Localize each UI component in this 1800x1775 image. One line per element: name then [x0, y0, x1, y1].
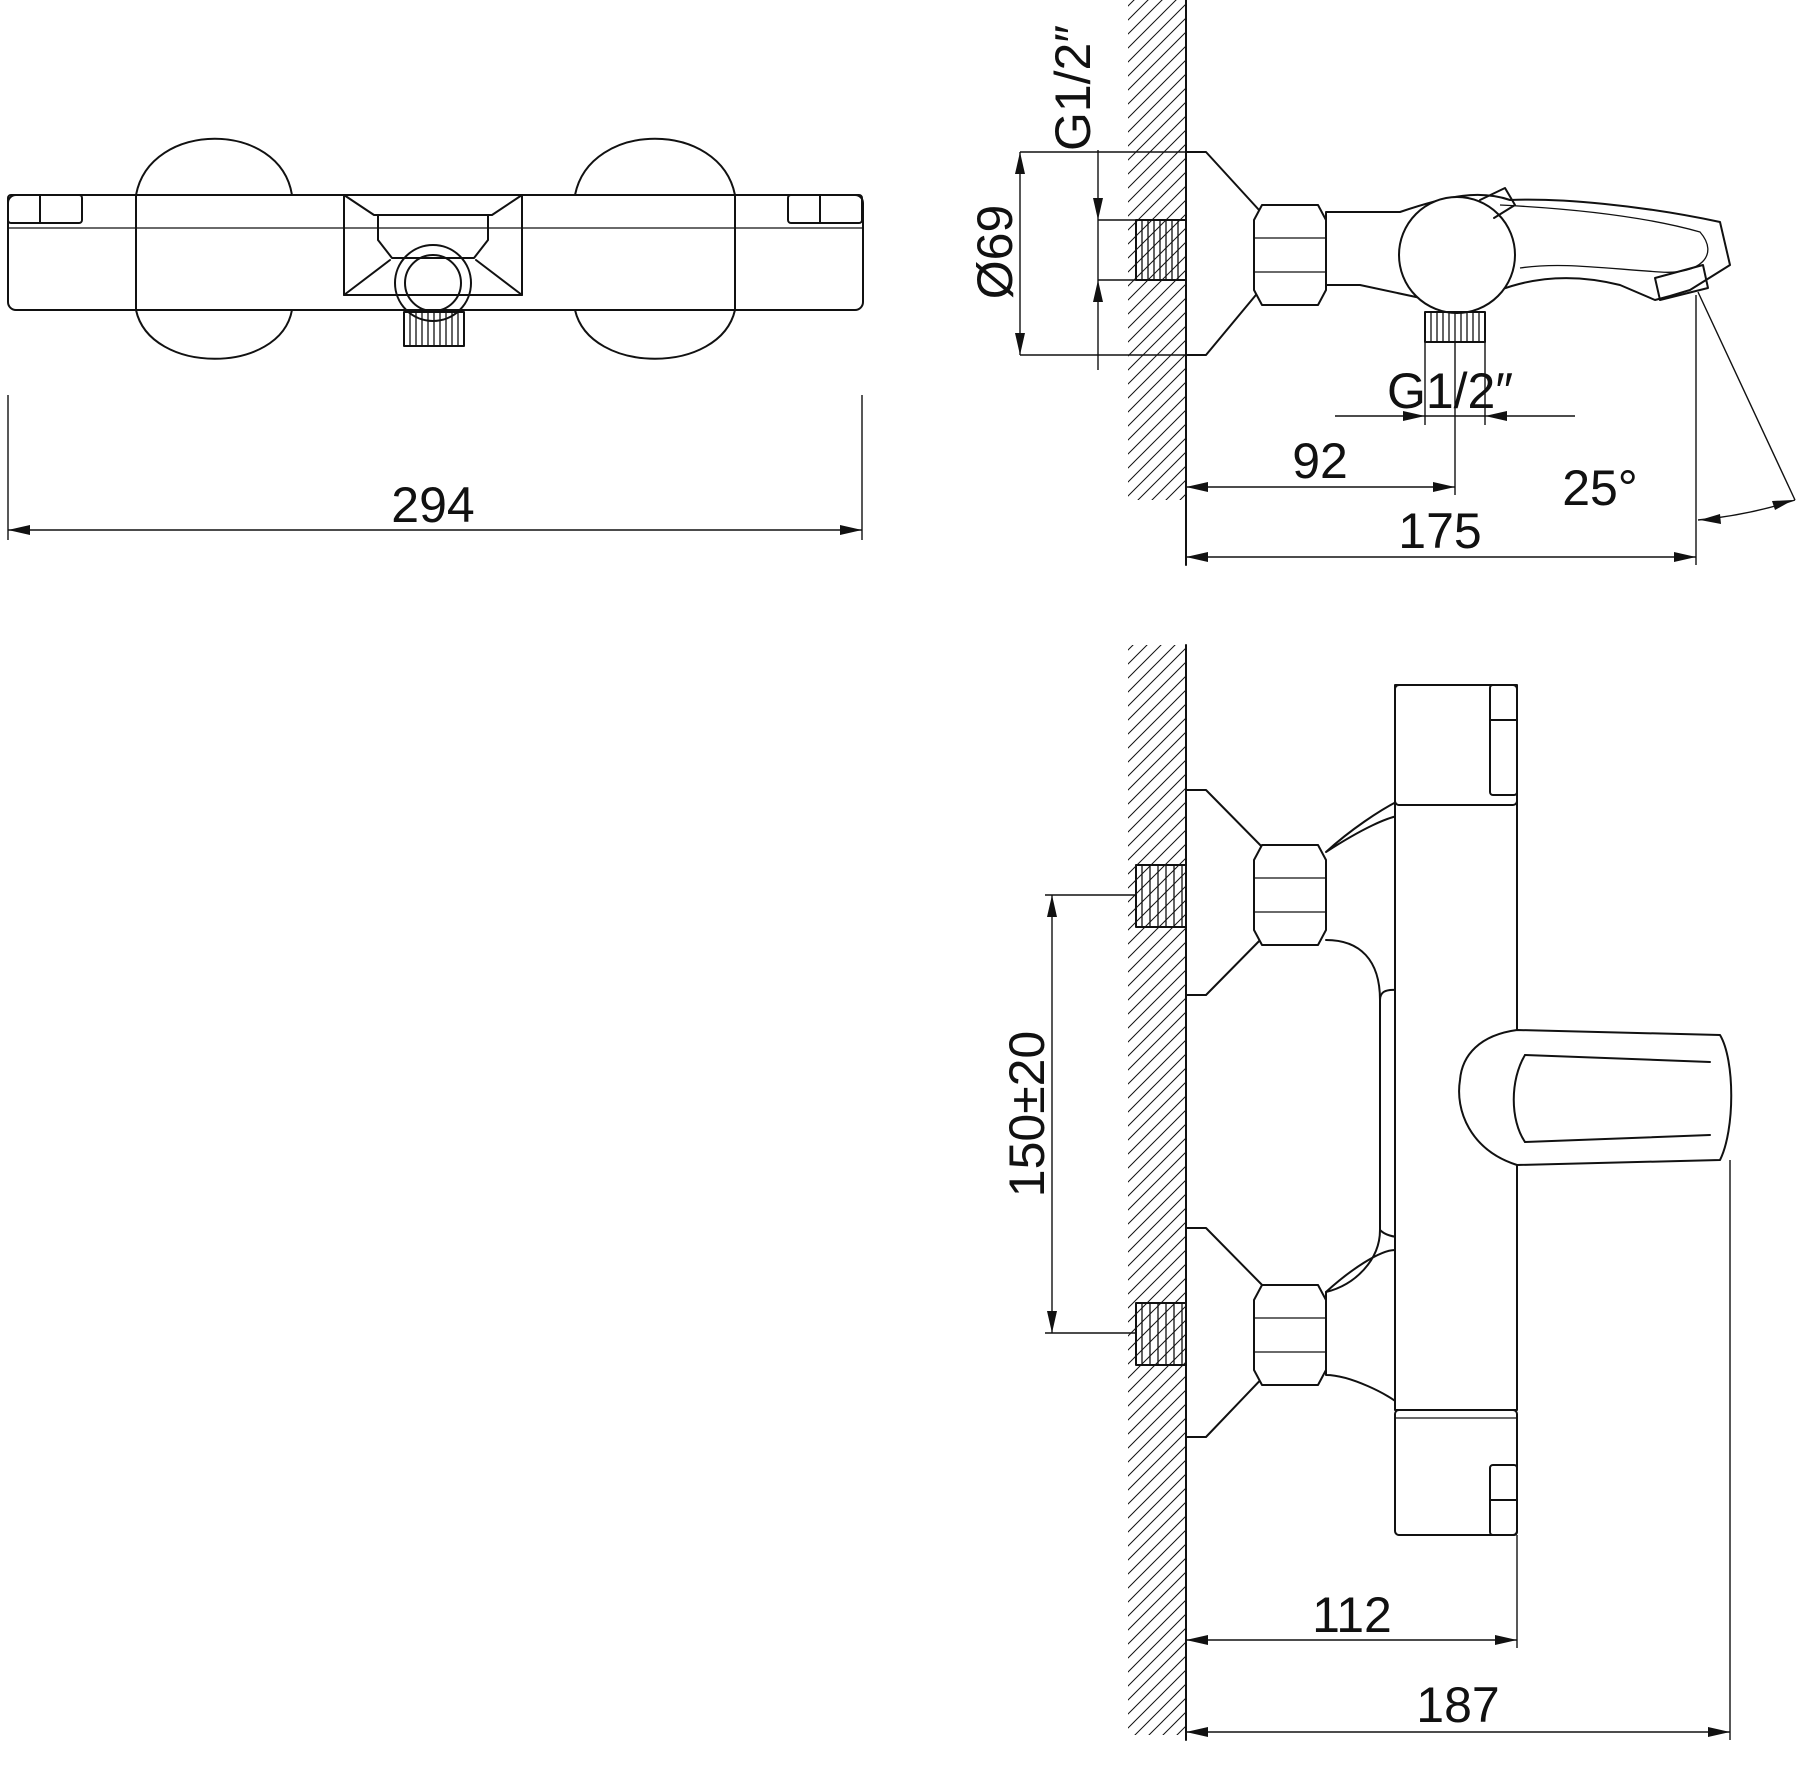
- dim-label-112: 112: [1312, 1587, 1392, 1643]
- front-wall-hatch: [1128, 645, 1186, 1735]
- dim-label-175: 175: [1398, 503, 1481, 559]
- top-cap-left: [7, 194, 83, 224]
- front-hex-nut-lower: [1253, 1284, 1327, 1386]
- dim-label-25deg: 25°: [1562, 460, 1638, 516]
- front-cap-lower: [1394, 1409, 1518, 1536]
- front-elbow-inner: [1325, 939, 1381, 1293]
- top-outlet-ring: [394, 244, 472, 322]
- side-view: Ø69 G1/2″ G1/2″ 92 175 25°: [967, 0, 1796, 566]
- top-rosette-right-upper: [574, 137, 736, 196]
- top-cap-right: [787, 194, 863, 224]
- top-rosette-right-lower: [574, 309, 736, 360]
- dim-label-294: 294: [391, 477, 474, 533]
- side-wall-hatch: [1128, 0, 1186, 500]
- side-inlet-thread: [1135, 219, 1187, 281]
- dim-label-g12-outlet: G1/2″: [1387, 363, 1513, 419]
- front-hex-nut-upper: [1253, 844, 1327, 946]
- top-rosette-left-upper: [135, 137, 293, 196]
- dim-label-150: 150±20: [999, 1031, 1055, 1197]
- dim-label-92: 92: [1292, 433, 1348, 489]
- side-mixer-knob: [1398, 196, 1516, 314]
- top-outlet-plate: [343, 194, 523, 296]
- top-view: 294: [7, 137, 864, 540]
- side-spout: [1325, 193, 1731, 301]
- top-rosette-left-lower: [135, 309, 293, 360]
- front-inlet-thread-lower: [1135, 1302, 1187, 1366]
- dim-angle-leg: [1697, 291, 1796, 501]
- side-hex-nut: [1253, 204, 1327, 306]
- front-view: 150±20 112 187: [999, 644, 1733, 1741]
- front-spout: [1458, 1029, 1733, 1166]
- dim-label-g12-wall: G1/2″: [1045, 25, 1101, 151]
- dim-label-d69: Ø69: [967, 205, 1023, 300]
- dim-label-187: 187: [1416, 1677, 1499, 1733]
- front-inlet-thread-upper: [1135, 864, 1187, 928]
- side-spout-tip: [1654, 264, 1709, 301]
- front-cap-upper: [1394, 684, 1518, 806]
